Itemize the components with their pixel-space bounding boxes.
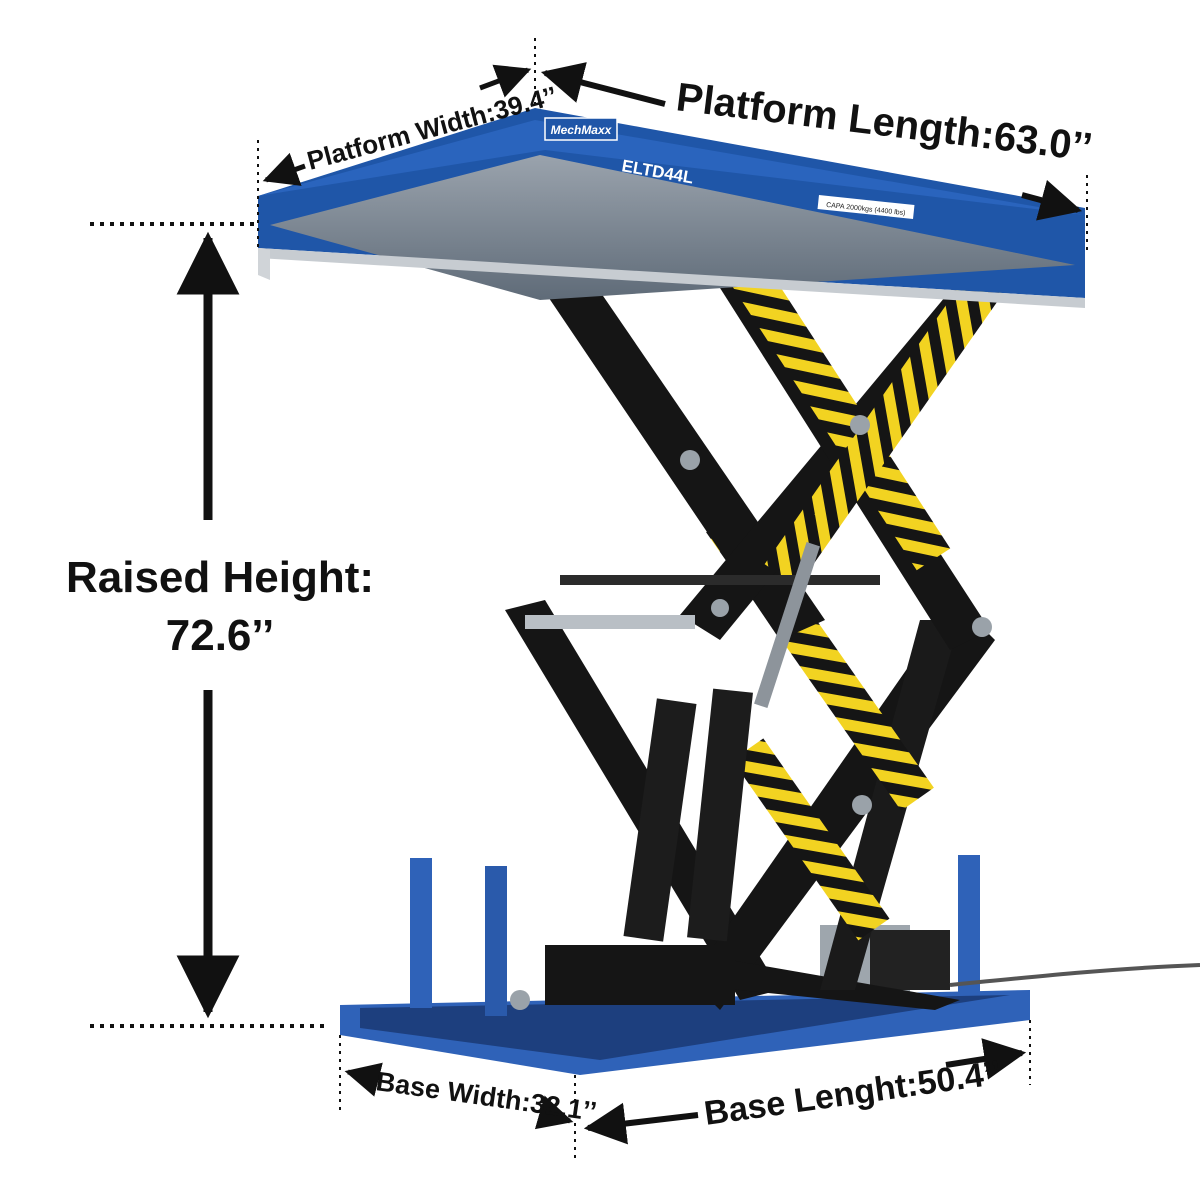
base-width-label: Base Width:32.1’’ [374, 1066, 598, 1127]
lift-platform: MechMaxx ELTD44L CAPA 2000kgs (4400 lbs) [258, 108, 1085, 308]
scissor-arms [505, 215, 1016, 1010]
lift-base [340, 855, 1200, 1075]
raised-height-label-line1: Raised Height: [66, 553, 374, 602]
base-length-label: Base Lenght:50.4’’ [702, 1054, 1004, 1133]
raised-height-label-line2: 72.6’’ [166, 611, 274, 660]
brand-logo: MechMaxx [551, 123, 613, 137]
dimension-annotations [90, 38, 1088, 1160]
